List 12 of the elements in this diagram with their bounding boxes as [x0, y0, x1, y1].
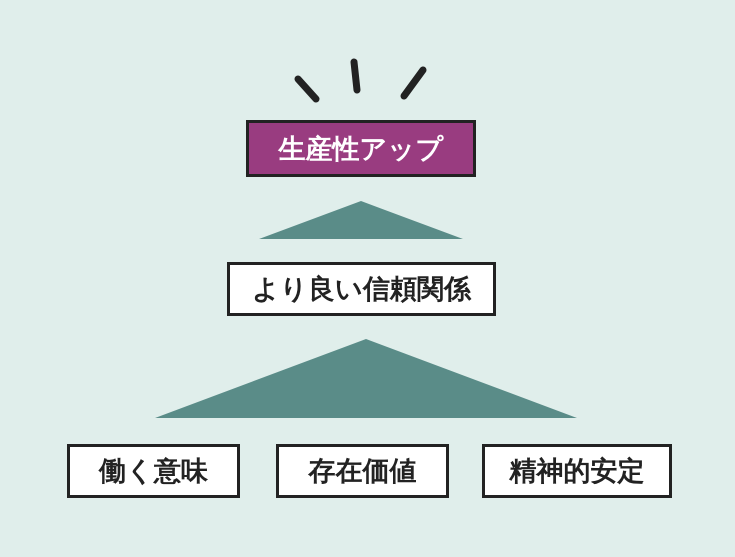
box-label: 働く意味	[99, 455, 208, 489]
label-box	[482, 444, 672, 498]
triangle-shape	[259, 201, 463, 239]
box-label: より良い信頼関係	[252, 273, 471, 307]
box-label: 存在価値	[308, 455, 416, 489]
box-label: 生産性アップ	[278, 132, 444, 166]
label-box	[276, 444, 449, 498]
box-label: 精神的安定	[510, 455, 644, 489]
label-box	[67, 444, 240, 498]
label-box	[227, 262, 496, 316]
label-box	[246, 120, 476, 177]
triangle-shape	[155, 339, 577, 418]
